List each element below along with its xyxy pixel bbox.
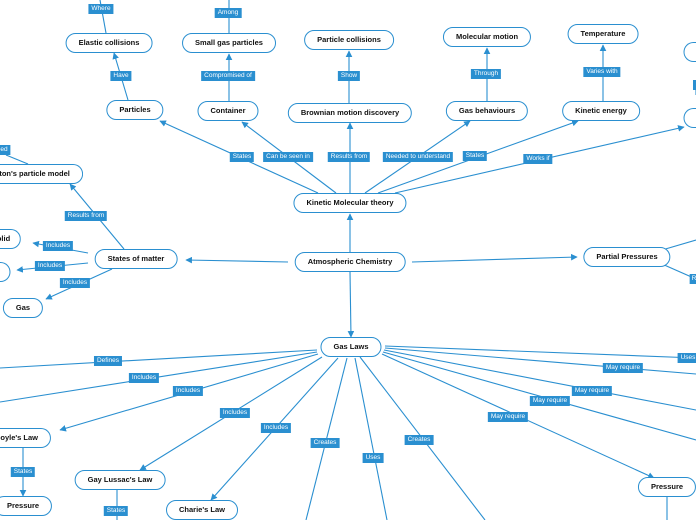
- link-label-may-require-4: May require: [602, 363, 644, 373]
- node-gay-lussacs-law[interactable]: Gay Lussac's Law: [74, 470, 166, 490]
- link-label-creates-2: Creates: [404, 435, 434, 445]
- edge-gl-may-require-2: [384, 347, 696, 375]
- link-label-states-2: States: [462, 151, 488, 161]
- link-label-works-if: Works if: [523, 154, 553, 164]
- edge-gl-defines: [0, 349, 318, 369]
- link-label-needed-to-understand: Needed to understand: [382, 152, 454, 162]
- link-label-have: Have: [110, 71, 132, 81]
- link-label-may-require-2: May require: [529, 396, 571, 406]
- link-label-varies-with: Varies with: [583, 67, 621, 77]
- link-label-may-require-1: May require: [487, 412, 529, 422]
- node-particle-collisions[interactable]: Particle collisions: [304, 30, 394, 50]
- link-label-includes-4: Includes: [128, 373, 160, 383]
- link-label-states-1: States: [229, 152, 255, 162]
- link-label-through: Through: [470, 69, 502, 79]
- link-label-states-3: States: [10, 467, 36, 477]
- link-label-ed-partial: ed: [0, 145, 11, 155]
- link-label-includes-6: Includes: [219, 408, 251, 418]
- link-label-includes-2: Includes: [34, 261, 66, 271]
- node-gas[interactable]: Gas: [2, 298, 44, 318]
- link-label-r-partial: R: [689, 274, 696, 284]
- link-label-includes-5: Includes: [172, 386, 204, 396]
- node-kinetic-energy[interactable]: Kinetic energy: [562, 101, 640, 121]
- edge-gl-uses: [354, 357, 388, 520]
- node-right-partial-1[interactable]: [683, 42, 696, 62]
- link-label-right-partial-1: [693, 80, 696, 90]
- link-label-compromised-of: Compromised of: [201, 71, 255, 81]
- link-label-results-from-1: Results from: [327, 152, 371, 162]
- node-partial-pressures[interactable]: Partial Pressures: [583, 247, 671, 267]
- node-pressure-right[interactable]: Pressure: [637, 477, 696, 497]
- edge-gl-may-require-1: [383, 349, 696, 411]
- link-label-may-require-3: May require: [571, 386, 613, 396]
- node-boyles-law[interactable]: Boyle's Law: [0, 428, 52, 448]
- link-label-results-from-2: Results from: [64, 211, 108, 221]
- link-label-among: Among: [214, 8, 242, 18]
- node-solid[interactable]: olid: [0, 229, 22, 249]
- node-atmospheric-chemistry[interactable]: Atmospheric Chemistry: [294, 252, 406, 272]
- node-right-partial-2[interactable]: [683, 108, 696, 128]
- link-label-defines: Defines: [93, 356, 123, 366]
- node-container[interactable]: Container: [197, 101, 259, 121]
- node-daltons-particle-model[interactable]: alton's particle model: [0, 164, 83, 184]
- edge-gl-uses-right: [384, 345, 696, 359]
- node-molecular-motion[interactable]: Molecular motion: [442, 27, 532, 47]
- link-label-show: Show: [337, 71, 361, 81]
- node-small-gas-particles[interactable]: Small gas particles: [182, 33, 276, 53]
- node-pressure-left[interactable]: Pressure: [0, 496, 53, 516]
- node-brownian-motion[interactable]: Brownian motion discovery: [287, 103, 413, 123]
- link-label-uses-partial: Uses: [677, 353, 696, 363]
- edge-dalton-to-left: [5, 154, 29, 165]
- link-label-includes-3: Includes: [59, 278, 91, 288]
- link-label-states-4: States: [103, 506, 129, 516]
- link-label-includes-1: Includes: [42, 241, 74, 251]
- edge-atmo-to-gas-laws: [347, 271, 355, 338]
- node-particles[interactable]: Particles: [106, 100, 164, 120]
- node-gas-laws[interactable]: Gas Laws: [320, 337, 382, 357]
- node-states-of-matter[interactable]: States of matter: [94, 249, 178, 269]
- link-label-creates-1: Creates: [310, 438, 340, 448]
- link-label-where: Where: [88, 4, 114, 14]
- link-label-can-be-seen-in: Can be seen in: [263, 152, 313, 162]
- node-charles-law[interactable]: Charie's Law: [166, 500, 238, 520]
- node-kinetic-molecular-theory[interactable]: Kinetic Molecular theory: [293, 193, 407, 213]
- edge-atmo-to-partial-pressures: [411, 253, 578, 263]
- node-elastic-collisions[interactable]: Elastic collisions: [65, 33, 153, 53]
- node-temperature[interactable]: Temperature: [567, 24, 639, 44]
- link-label-uses: Uses: [362, 453, 384, 463]
- edge-pp-to-right-1: [661, 239, 696, 251]
- node-gas-behaviours[interactable]: Gas behaviours: [445, 101, 529, 121]
- link-label-includes-7: Includes: [260, 423, 292, 433]
- edge-atmo-to-states-of-matter: [185, 256, 289, 264]
